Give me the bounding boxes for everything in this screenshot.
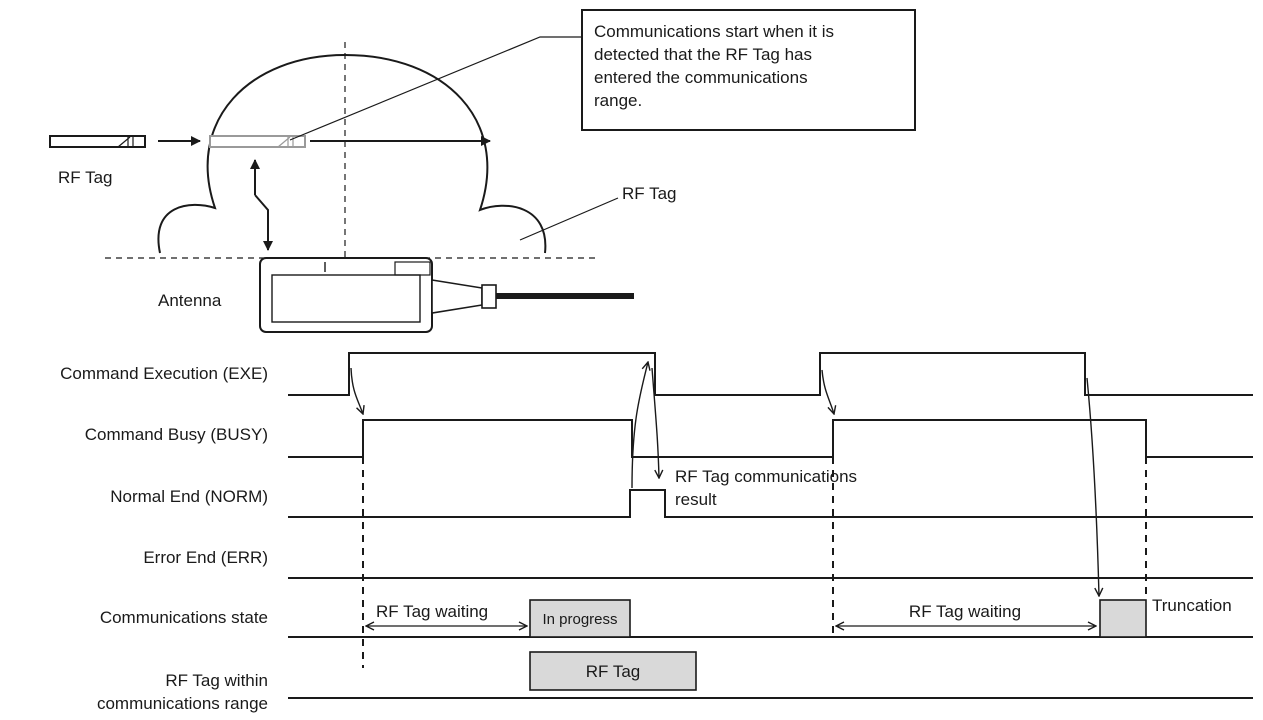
waveforms	[288, 352, 1253, 699]
signal-label-norm: Normal End (NORM)	[110, 487, 268, 506]
arrow-exe-to-busy-2	[821, 369, 834, 414]
signal-label-range-line1: RF Tag within	[165, 671, 268, 690]
range-box	[529, 651, 697, 691]
comm-result-label-line1: RF Tag communications	[675, 467, 857, 486]
callout-leader	[289, 36, 582, 141]
waveform-norm	[288, 489, 1253, 518]
signal-label-state: Communications state	[100, 608, 268, 627]
rf-tag-range-label: RF Tag	[622, 184, 677, 203]
communication-field-outline	[157, 53, 547, 254]
communications-state-row: RF Tag waiting In progress RF Tag waitin…	[366, 596, 1232, 638]
rf-tag-start-label: RF Tag	[58, 168, 113, 187]
communication-range-illustration: RF Tag RF Tag Antenna	[49, 36, 677, 333]
callout-line-1: Communications start when it is	[594, 22, 834, 41]
arrow-exe-to-truncation	[1086, 377, 1099, 596]
rf-tag-range-leader	[519, 197, 619, 241]
signal-label-exe: Command Execution (EXE)	[60, 364, 268, 383]
range-row: RF Tag	[529, 651, 697, 691]
waveform-busy	[288, 419, 1253, 458]
callout-line-3: entered the communications	[594, 68, 808, 87]
signal-label-range-line2: communications range	[97, 694, 268, 713]
signal-labels: Command Execution (EXE) Command Busy (BU…	[60, 364, 268, 713]
state-in-progress-box	[529, 599, 631, 638]
state-waiting-1: RF Tag waiting	[376, 602, 488, 621]
antenna-label: Antenna	[158, 291, 222, 310]
state-waiting-2: RF Tag waiting	[909, 602, 1021, 621]
wireless-communication-icon	[250, 159, 273, 251]
causal-arrows	[350, 362, 1099, 596]
comm-result-label-line2: result	[675, 490, 717, 509]
truncation-label: Truncation	[1152, 596, 1232, 615]
waveform-exe	[288, 352, 1253, 396]
timing-markers	[362, 457, 1147, 668]
callout-box: Communications start when it is detected…	[581, 9, 916, 131]
callout-line-4: range.	[594, 91, 642, 110]
state-truncation-box	[1099, 599, 1147, 638]
arrow-exe-to-busy-1	[350, 367, 363, 414]
arrow-norm-to-exe	[631, 362, 648, 489]
callout-line-2: detected that the RF Tag has	[594, 45, 812, 64]
antenna-device	[259, 257, 634, 333]
arrow-exe-to-norm	[651, 367, 659, 478]
rf-tag-icon-start	[49, 135, 146, 148]
range-box-label: RF Tag	[586, 662, 641, 681]
signal-label-err: Error End (ERR)	[143, 548, 268, 567]
rf-tag-icon-entering	[209, 135, 306, 148]
signal-label-busy: Command Busy (BUSY)	[85, 425, 268, 444]
state-in-progress: In progress	[542, 611, 617, 628]
